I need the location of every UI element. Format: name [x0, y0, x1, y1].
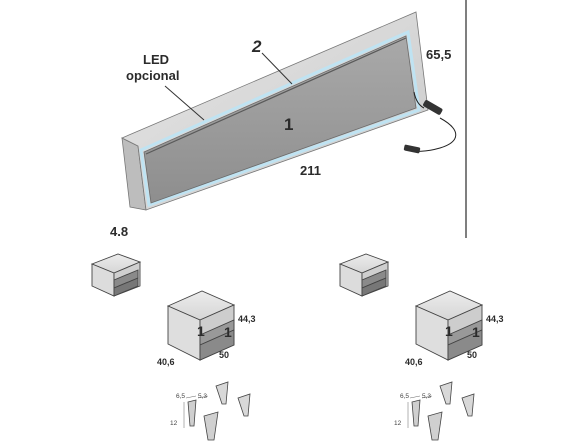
legs-right-label-a: 6,5: [400, 393, 409, 400]
part-number-2: 2: [251, 37, 262, 56]
legs-left-label-height: 12: [170, 420, 178, 427]
nightstand-left-width-label: 50: [219, 350, 229, 360]
led-cable: [409, 91, 457, 152]
led-label-line2: opcional: [126, 68, 179, 83]
headboard-depth-label: 4.8: [110, 224, 128, 239]
part2-leader-line: [261, 52, 293, 85]
led-label-optional: opcional: [126, 68, 179, 83]
nightstand-large-left: [166, 290, 236, 361]
nightstand-left-part-a: 1: [197, 323, 205, 339]
nightstand-right-part-a: 1: [445, 323, 453, 339]
nightstand-left-height-label: 44,3: [238, 314, 256, 324]
legs-right-label-b: 5,3: [422, 393, 431, 400]
nightstand-left-part-b: 1: [224, 324, 232, 340]
part-number-1: 1: [284, 115, 293, 134]
legs-right-label-height: 12: [394, 420, 402, 427]
headboard-width-label: 211: [300, 163, 321, 178]
nightstand-large-right: [414, 290, 484, 361]
legs-left-label-b: 5,3: [198, 393, 207, 400]
nightstand-small-right: [338, 253, 390, 297]
nightstand-right-depth-label: 40,6: [405, 357, 423, 367]
legs-right: [411, 381, 475, 441]
headboard: [121, 11, 429, 211]
nightstand-right-width-label: 50: [467, 350, 477, 360]
headboard-height-label: 65,5: [426, 47, 451, 62]
legs-left-dims: [183, 395, 209, 428]
led-label-line1: LED: [143, 52, 169, 67]
legs-right-dims: [407, 395, 433, 428]
nightstand-small-left: [90, 253, 142, 297]
led-strip: [139, 29, 421, 208]
nightstand-right-height-label: 44,3: [486, 314, 504, 324]
led-controller-icon: [423, 100, 443, 115]
panel-top-edge: [145, 37, 407, 155]
led-leader-line: [164, 85, 205, 121]
nightstand-left-depth-label: 40,6: [157, 357, 175, 367]
headboard-panel: [143, 35, 417, 204]
led-plug-icon: [403, 144, 421, 154]
legs-left: [187, 381, 251, 441]
led-label: LED: [143, 52, 169, 67]
legs-left-label-a: 6,5: [176, 393, 185, 400]
nightstand-right-part-b: 1: [472, 324, 480, 340]
